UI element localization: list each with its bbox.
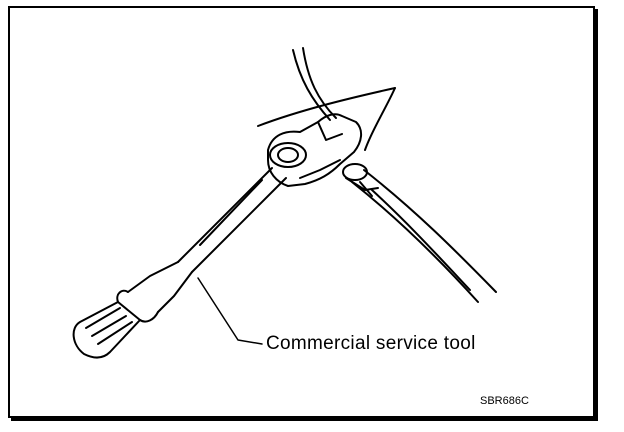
figure-id: SBR686C [480, 395, 529, 407]
brake-tube-upper-inner [302, 47, 337, 119]
wrench-shaft-top [177, 167, 273, 263]
bracket-edge-2 [364, 87, 396, 151]
callout-leader [197, 277, 263, 345]
ratchet-head-illustration [267, 113, 362, 187]
brake-hose-inner [363, 169, 497, 293]
bracket-edge [257, 87, 396, 127]
wrench-shaft-bottom [191, 177, 287, 273]
grip-illustration [72, 261, 193, 359]
flare-nut-illustration [342, 163, 379, 197]
wrench-shaft-line [199, 179, 263, 246]
brake-hose-outer [351, 181, 479, 303]
brake-hose-line [371, 189, 471, 291]
brake-tube-upper [292, 49, 331, 121]
callout-label: Commercial service tool [266, 333, 476, 354]
